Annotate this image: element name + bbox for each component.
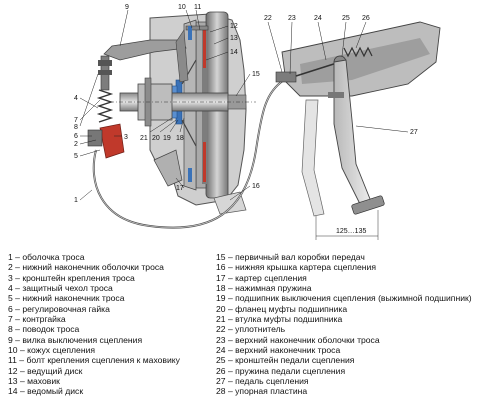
- callout-21: 21: [140, 135, 148, 142]
- friction-lining-top: [203, 28, 206, 68]
- legend-item: 23 – верхний наконечник оболочки троса: [216, 334, 380, 345]
- cable-upper-tip: [275, 71, 297, 83]
- dimension-label: 125…135: [336, 228, 366, 235]
- legend-item: 24 – верхний наконечник троса: [216, 345, 341, 356]
- legend-item: 7 – контргайка: [8, 314, 66, 325]
- callout-8: 8: [74, 124, 78, 131]
- lower-lever: [153, 149, 183, 187]
- cable-upper-end: [295, 61, 341, 77]
- legend-item: 12 – ведущий диск: [8, 365, 83, 376]
- adjusting-nut: [98, 60, 112, 66]
- callout-17: 17: [176, 185, 184, 192]
- callout-23: 23: [288, 15, 296, 22]
- callout-16: 16: [252, 183, 260, 190]
- clutch-bolt: [185, 25, 209, 31]
- blue-seal-bottom: [188, 168, 192, 182]
- clutch-assembly: [87, 11, 256, 215]
- secondary-pedal: [301, 99, 325, 217]
- callout-7: 7: [74, 117, 78, 124]
- callout-1: 1: [74, 197, 78, 204]
- legend-item: 18 – нажимная пружина: [216, 283, 312, 294]
- callout-15: 15: [252, 71, 260, 78]
- legend-item: 4 – защитный чехол троса: [8, 283, 113, 294]
- callout-18: 18: [176, 135, 184, 142]
- leader-lines: [79, 9, 409, 201]
- callout-2: 2: [74, 141, 78, 148]
- callout-13: 13: [230, 35, 238, 42]
- friction-lining-bottom: [203, 142, 206, 182]
- legend-item: 13 – маховик: [8, 376, 60, 387]
- legend-item: 28 – упорная пластина: [216, 386, 308, 397]
- callout-10: 10: [178, 4, 186, 11]
- legend-item: 27 – педаль сцепления: [216, 376, 309, 387]
- callout-26: 26: [362, 15, 370, 22]
- callout-20: 20: [152, 135, 160, 142]
- protective-boot: [96, 89, 114, 123]
- legend-item: 21 – втулка муфты подшипника: [216, 314, 343, 325]
- clutch-diagram: 125…135 1 2 3 4 5 6: [74, 4, 441, 240]
- legend-item: 10 – кожух сцепления: [8, 345, 96, 356]
- legend-item: 1 – оболочка троса: [8, 252, 85, 262]
- lock-nut: [98, 70, 112, 75]
- callout-27: 27: [410, 129, 418, 136]
- legend-item: 16 – нижняя крышка картера сцепления: [216, 262, 377, 273]
- pedal-pad: [351, 195, 385, 215]
- callout-labels: 1 2 3 4 5 6 7 8 9 10 11 12 13 14 15 16 1…: [74, 4, 418, 204]
- legend-item: 8 – поводок троса: [8, 324, 80, 335]
- callout-25: 25: [342, 15, 350, 22]
- blue-seal-top: [188, 26, 192, 40]
- legend-item: 25 – кронштейн педали сцепления: [216, 355, 355, 366]
- legend-item: 6 – регулировочная гайка: [8, 303, 110, 314]
- callout-5: 5: [74, 153, 78, 160]
- legend-right: 15 – первичный вал коробки передач 16 – …: [216, 252, 500, 397]
- callout-14: 14: [230, 49, 238, 56]
- clutch-cable-inner: [93, 79, 285, 228]
- callout-19: 19: [163, 135, 171, 142]
- cable-bracket: [99, 123, 125, 159]
- callout-4: 4: [74, 95, 78, 102]
- callout-12: 12: [230, 23, 238, 30]
- legend-item: 14 – ведомый диск: [8, 386, 84, 397]
- legend-item: 19 – подшипник выключения сцепления (выж…: [216, 293, 472, 304]
- legend-item: 9 – вилка выключения сцепления: [8, 334, 143, 345]
- legend-item: 20 – фланец муфты подшипника: [216, 303, 348, 314]
- callout-9: 9: [125, 4, 129, 11]
- legend-left: 1 – оболочка троса 2 – нижний наконечник…: [8, 252, 253, 397]
- cable-lower-tip: [87, 129, 103, 147]
- legend-item: 3 – кронштейн крепления троса: [8, 272, 135, 283]
- legend-item: 17 – картер сцепления: [216, 272, 307, 283]
- legend-item: 11 – болт крепления сцепления к маховику: [8, 355, 180, 366]
- legend-item: 22 – уплотнитель: [216, 324, 286, 335]
- pedal-spring: [343, 46, 373, 58]
- pedal-assembly: 125…135: [275, 21, 441, 240]
- stop-plate: [328, 92, 344, 98]
- callout-22: 22: [264, 15, 272, 22]
- callout-6: 6: [74, 133, 78, 140]
- legend-item: 2 – нижний наконечник оболочки троса: [8, 262, 164, 273]
- release-fork-arm: [175, 29, 189, 83]
- legend-item: 15 – первичный вал коробки передач: [216, 252, 365, 262]
- pedal-bracket-shade: [300, 38, 430, 84]
- callout-3: 3: [124, 134, 128, 141]
- legend-item: 26 – пружина педали сцепления: [216, 365, 346, 376]
- legend-item: 5 – нижний наконечник троса: [8, 293, 125, 304]
- callout-24: 24: [314, 15, 322, 22]
- callout-11: 11: [194, 4, 201, 11]
